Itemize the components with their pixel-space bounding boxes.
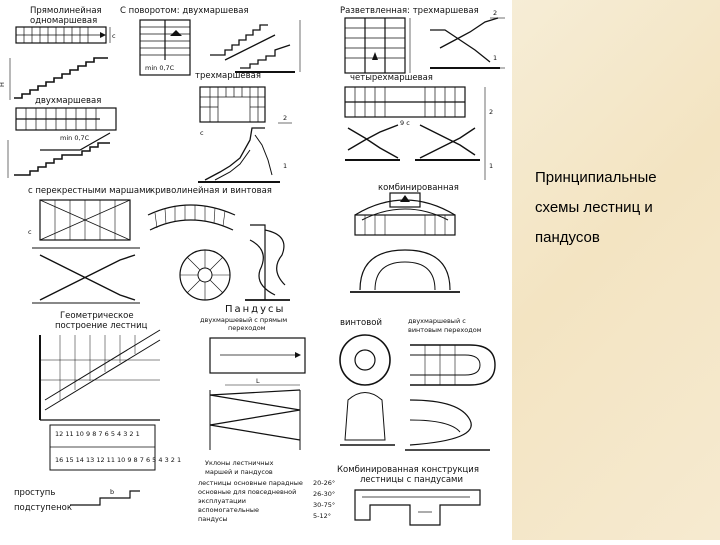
label-cross-flights: с перекрестными маршами xyxy=(28,186,151,196)
svg-text:основные для повседневной: основные для повседневной xyxy=(198,488,296,496)
label-straight: Прямолинейная xyxy=(30,6,102,16)
label-two-flight: двухмаршевая xyxy=(35,96,101,106)
label-combo-1: Комбинированная конструкция xyxy=(337,465,479,475)
diagram-two-flight-turn: С поворотом: двухмаршевая min 0,7C xyxy=(120,6,301,76)
svg-text:L: L xyxy=(256,377,260,385)
label-slopes-2: маршей и пандусов xyxy=(205,468,273,476)
label-ramp-straight-1: двухмаршевый с прямым xyxy=(200,316,287,324)
label-three-flight: трехмаршевая xyxy=(195,71,261,81)
svg-text:эксплуатации: эксплуатации xyxy=(198,497,246,505)
label-with-turn: С поворотом: двухмаршевая xyxy=(120,6,249,16)
label-geom-2: построение лестниц xyxy=(55,321,148,331)
svg-text:пандусы: пандусы xyxy=(198,515,228,523)
label-combo-2: лестницы с пандусами xyxy=(360,475,463,485)
diagram-combined: комбинированная xyxy=(350,183,460,293)
ramps-title: Пандусы xyxy=(225,304,285,315)
svg-text:1: 1 xyxy=(489,162,493,170)
caption-line-2: схемы лестниц и xyxy=(535,199,653,216)
label-ramp-straight-2: переходом xyxy=(228,324,266,332)
diagram-two-flight: двухмаршевая min 0,7C xyxy=(7,96,117,178)
svg-text:2: 2 xyxy=(489,108,493,116)
svg-text:min 0,7C: min 0,7C xyxy=(145,64,175,72)
label-slopes-1: Уклоны лестничных xyxy=(205,459,274,467)
svg-text:1: 1 xyxy=(283,162,287,170)
diagram-geometric-construction: Геометрическое построение лестниц 12 11 … xyxy=(14,311,181,513)
label-branched: Разветвленная: трехмаршевая xyxy=(340,6,479,16)
label-tread: проступь xyxy=(14,488,55,498)
svg-text:9 c: 9 c xyxy=(400,119,410,127)
label-ramp-two-1: двухмаршевый с xyxy=(408,317,466,325)
steps-bottom-row: 16 15 14 13 12 11 10 9 8 7 6 5 4 3 2 1 xyxy=(55,456,181,464)
diagram-ramp-straight: двухмаршевый с прямым переходом L xyxy=(200,316,306,450)
label-curvilinear: криволинейная и винтовая xyxy=(150,186,272,196)
caption-panel xyxy=(512,0,720,540)
label-one-flight: одномаршевая xyxy=(30,16,97,26)
diagram-ramp-two-flight-spiral: двухмаршевый с винтовым переходом xyxy=(405,317,496,451)
diagram-three-flight: трехмаршевая c 2 1 xyxy=(195,71,292,183)
svg-text:c: c xyxy=(200,129,204,137)
steps-top-row: 12 11 10 9 8 7 6 5 4 3 2 1 xyxy=(55,430,140,438)
diagram-four-flight: четырехмаршевая 9 c 2 1 xyxy=(344,73,493,180)
svg-text:30-75°: 30-75° xyxy=(313,501,335,509)
label-geom-1: Геометрическое xyxy=(60,311,134,321)
svg-text:26-30°: 26-30° xyxy=(313,490,335,498)
diagram-curvilinear-spiral: криволинейная и винтовая xyxy=(147,186,290,301)
slopes-table: Уклоны лестничных маршей и пандусов лест… xyxy=(198,459,335,523)
svg-text:20-26°: 20-26° xyxy=(313,479,335,487)
svg-text:2: 2 xyxy=(283,114,287,122)
caption-line-1: Принципиальные xyxy=(535,169,657,186)
svg-text:c: c xyxy=(112,32,116,40)
diagram-cross-flights: с перекрестными маршами c xyxy=(28,186,151,304)
svg-text:1: 1 xyxy=(493,54,497,62)
label-ramp-spiral: винтовой xyxy=(340,318,382,328)
svg-text:2: 2 xyxy=(493,9,497,17)
svg-text:c: c xyxy=(28,228,32,236)
slide-caption: Принципиальные схемы лестниц и пандусов xyxy=(535,163,715,253)
label-four-flight: четырехмаршевая xyxy=(350,73,433,83)
label-ramp-two-2: винтовым переходом xyxy=(408,326,482,334)
diagram-ramp-spiral: винтовой xyxy=(339,318,395,446)
stair-schemes-drawing: Прямолинейная одномаршевая c H С поворот… xyxy=(0,6,505,526)
svg-text:min 0,7C: min 0,7C xyxy=(60,134,90,142)
diagram-combined-ramps: Комбинированная конструкция лестницы с п… xyxy=(337,465,481,526)
svg-text:5-12°: 5-12° xyxy=(313,512,331,520)
svg-text:лестницы основные парадные: лестницы основные парадные xyxy=(198,479,303,487)
label-combined: комбинированная xyxy=(378,183,459,193)
stair-diagram-plate: Прямолинейная одномаршевая c H С поворот… xyxy=(0,6,505,526)
svg-text:вспомогательные: вспомогательные xyxy=(198,506,259,514)
svg-text:b: b xyxy=(110,488,114,496)
caption-line-3: пандусов xyxy=(535,229,600,246)
svg-text:H: H xyxy=(0,82,6,87)
diagram-branched-three-flight: Разветвленная: трехмаршевая 2 1 xyxy=(340,6,505,74)
label-riser: подступенок xyxy=(14,503,72,513)
diagram-straight-one-flight: Прямолинейная одномаршевая c H xyxy=(0,6,116,100)
